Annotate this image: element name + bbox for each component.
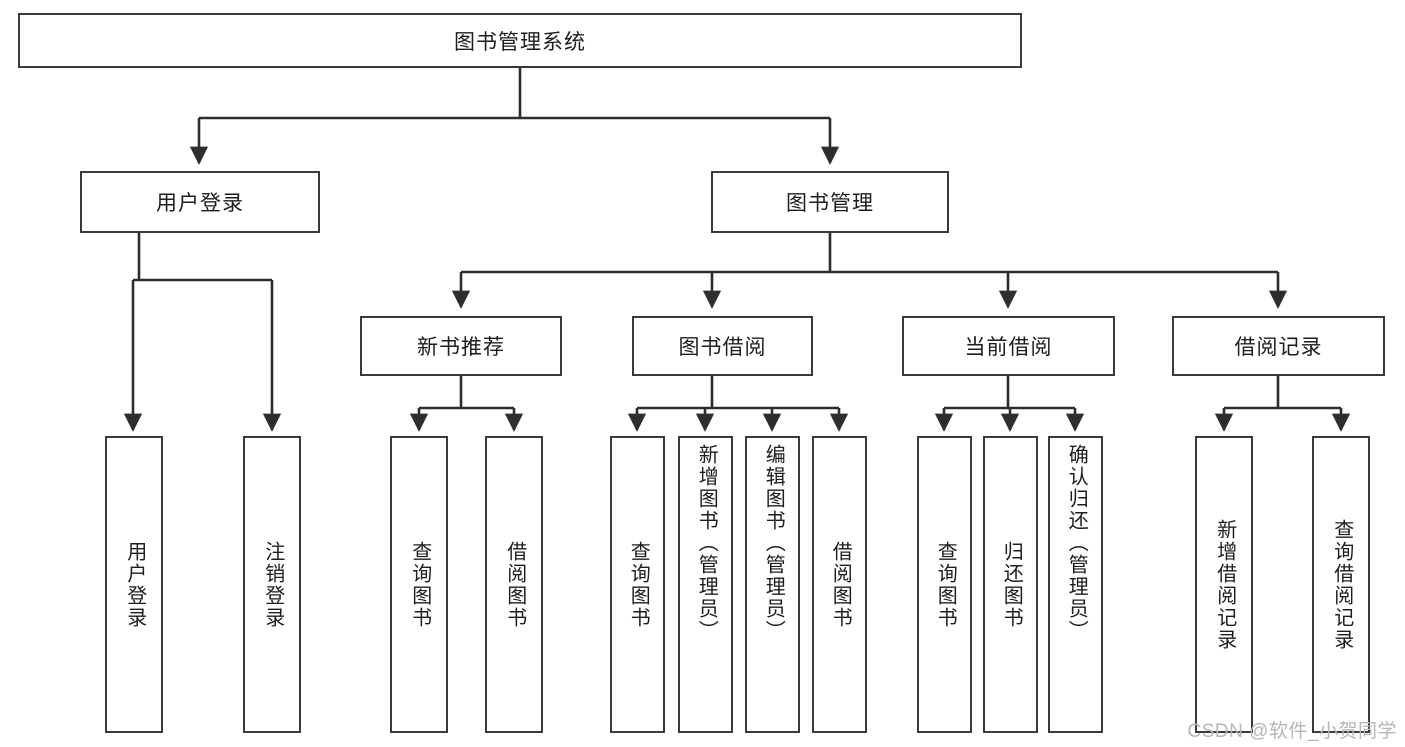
leaf-label: 查询图书	[627, 540, 650, 629]
leaf-recommend-borrow-book[interactable]: 借阅图书	[485, 436, 543, 733]
leaf-label: 借阅图书	[503, 540, 526, 629]
leaf-label: 用户登录	[123, 540, 146, 629]
leaf-label: 注销登录	[261, 540, 284, 629]
node-borrow-record-label: 借阅记录	[1234, 336, 1323, 359]
node-root-label: 图书管理系统	[454, 30, 586, 54]
leaf-user-login-logout[interactable]: 注销登录	[243, 436, 301, 733]
leaf-record-query-record[interactable]: 查询借阅记录	[1312, 436, 1370, 733]
node-book-management[interactable]: 图书管理	[711, 171, 949, 233]
node-book-borrow[interactable]: 图书借阅	[632, 316, 813, 376]
node-root[interactable]: 图书管理系统	[18, 13, 1022, 68]
leaf-label: 归还图书	[1000, 540, 1023, 629]
leaf-record-add-record[interactable]: 新增借阅记录	[1195, 436, 1253, 733]
leaf-label: 查询图书	[408, 540, 431, 629]
leaf-label: 编辑图书（管理员）	[762, 444, 785, 642]
leaf-current-return-book[interactable]: 归还图书	[983, 436, 1038, 733]
watermark: CSDN @软件_小贺同学	[1187, 721, 1397, 742]
node-book-management-label: 图书管理	[786, 192, 874, 215]
node-current-borrow[interactable]: 当前借阅	[902, 316, 1115, 376]
leaf-label: 新增借阅记录	[1213, 518, 1236, 651]
leaf-current-query-book[interactable]: 查询图书	[917, 436, 972, 733]
leaf-label: 新增图书（管理员）	[695, 444, 718, 642]
node-user-login[interactable]: 用户登录	[80, 171, 320, 233]
leaf-label: 查询借阅记录	[1330, 518, 1353, 651]
leaf-current-confirm-return-admin[interactable]: 确认归还（管理员）	[1048, 436, 1103, 733]
node-borrow-record[interactable]: 借阅记录	[1172, 316, 1385, 376]
node-book-borrow-label: 图书借阅	[678, 336, 767, 359]
node-current-borrow-label: 当前借阅	[964, 336, 1053, 359]
leaf-recommend-query-book[interactable]: 查询图书	[390, 436, 448, 733]
leaf-borrow-add-book-admin[interactable]: 新增图书（管理员）	[678, 436, 733, 733]
node-new-book-recommend-label: 新书推荐	[417, 336, 505, 359]
leaf-user-login-login[interactable]: 用户登录	[105, 436, 163, 733]
leaf-label: 借阅图书	[829, 540, 852, 629]
node-user-login-label: 用户登录	[156, 192, 244, 215]
node-new-book-recommend[interactable]: 新书推荐	[360, 316, 562, 376]
leaf-borrow-borrow-book[interactable]: 借阅图书	[812, 436, 867, 733]
leaf-label: 确认归还（管理员）	[1065, 444, 1088, 642]
leaf-borrow-edit-book-admin[interactable]: 编辑图书（管理员）	[745, 436, 800, 733]
leaf-borrow-query-book[interactable]: 查询图书	[610, 436, 665, 733]
leaf-label: 查询图书	[934, 540, 957, 629]
